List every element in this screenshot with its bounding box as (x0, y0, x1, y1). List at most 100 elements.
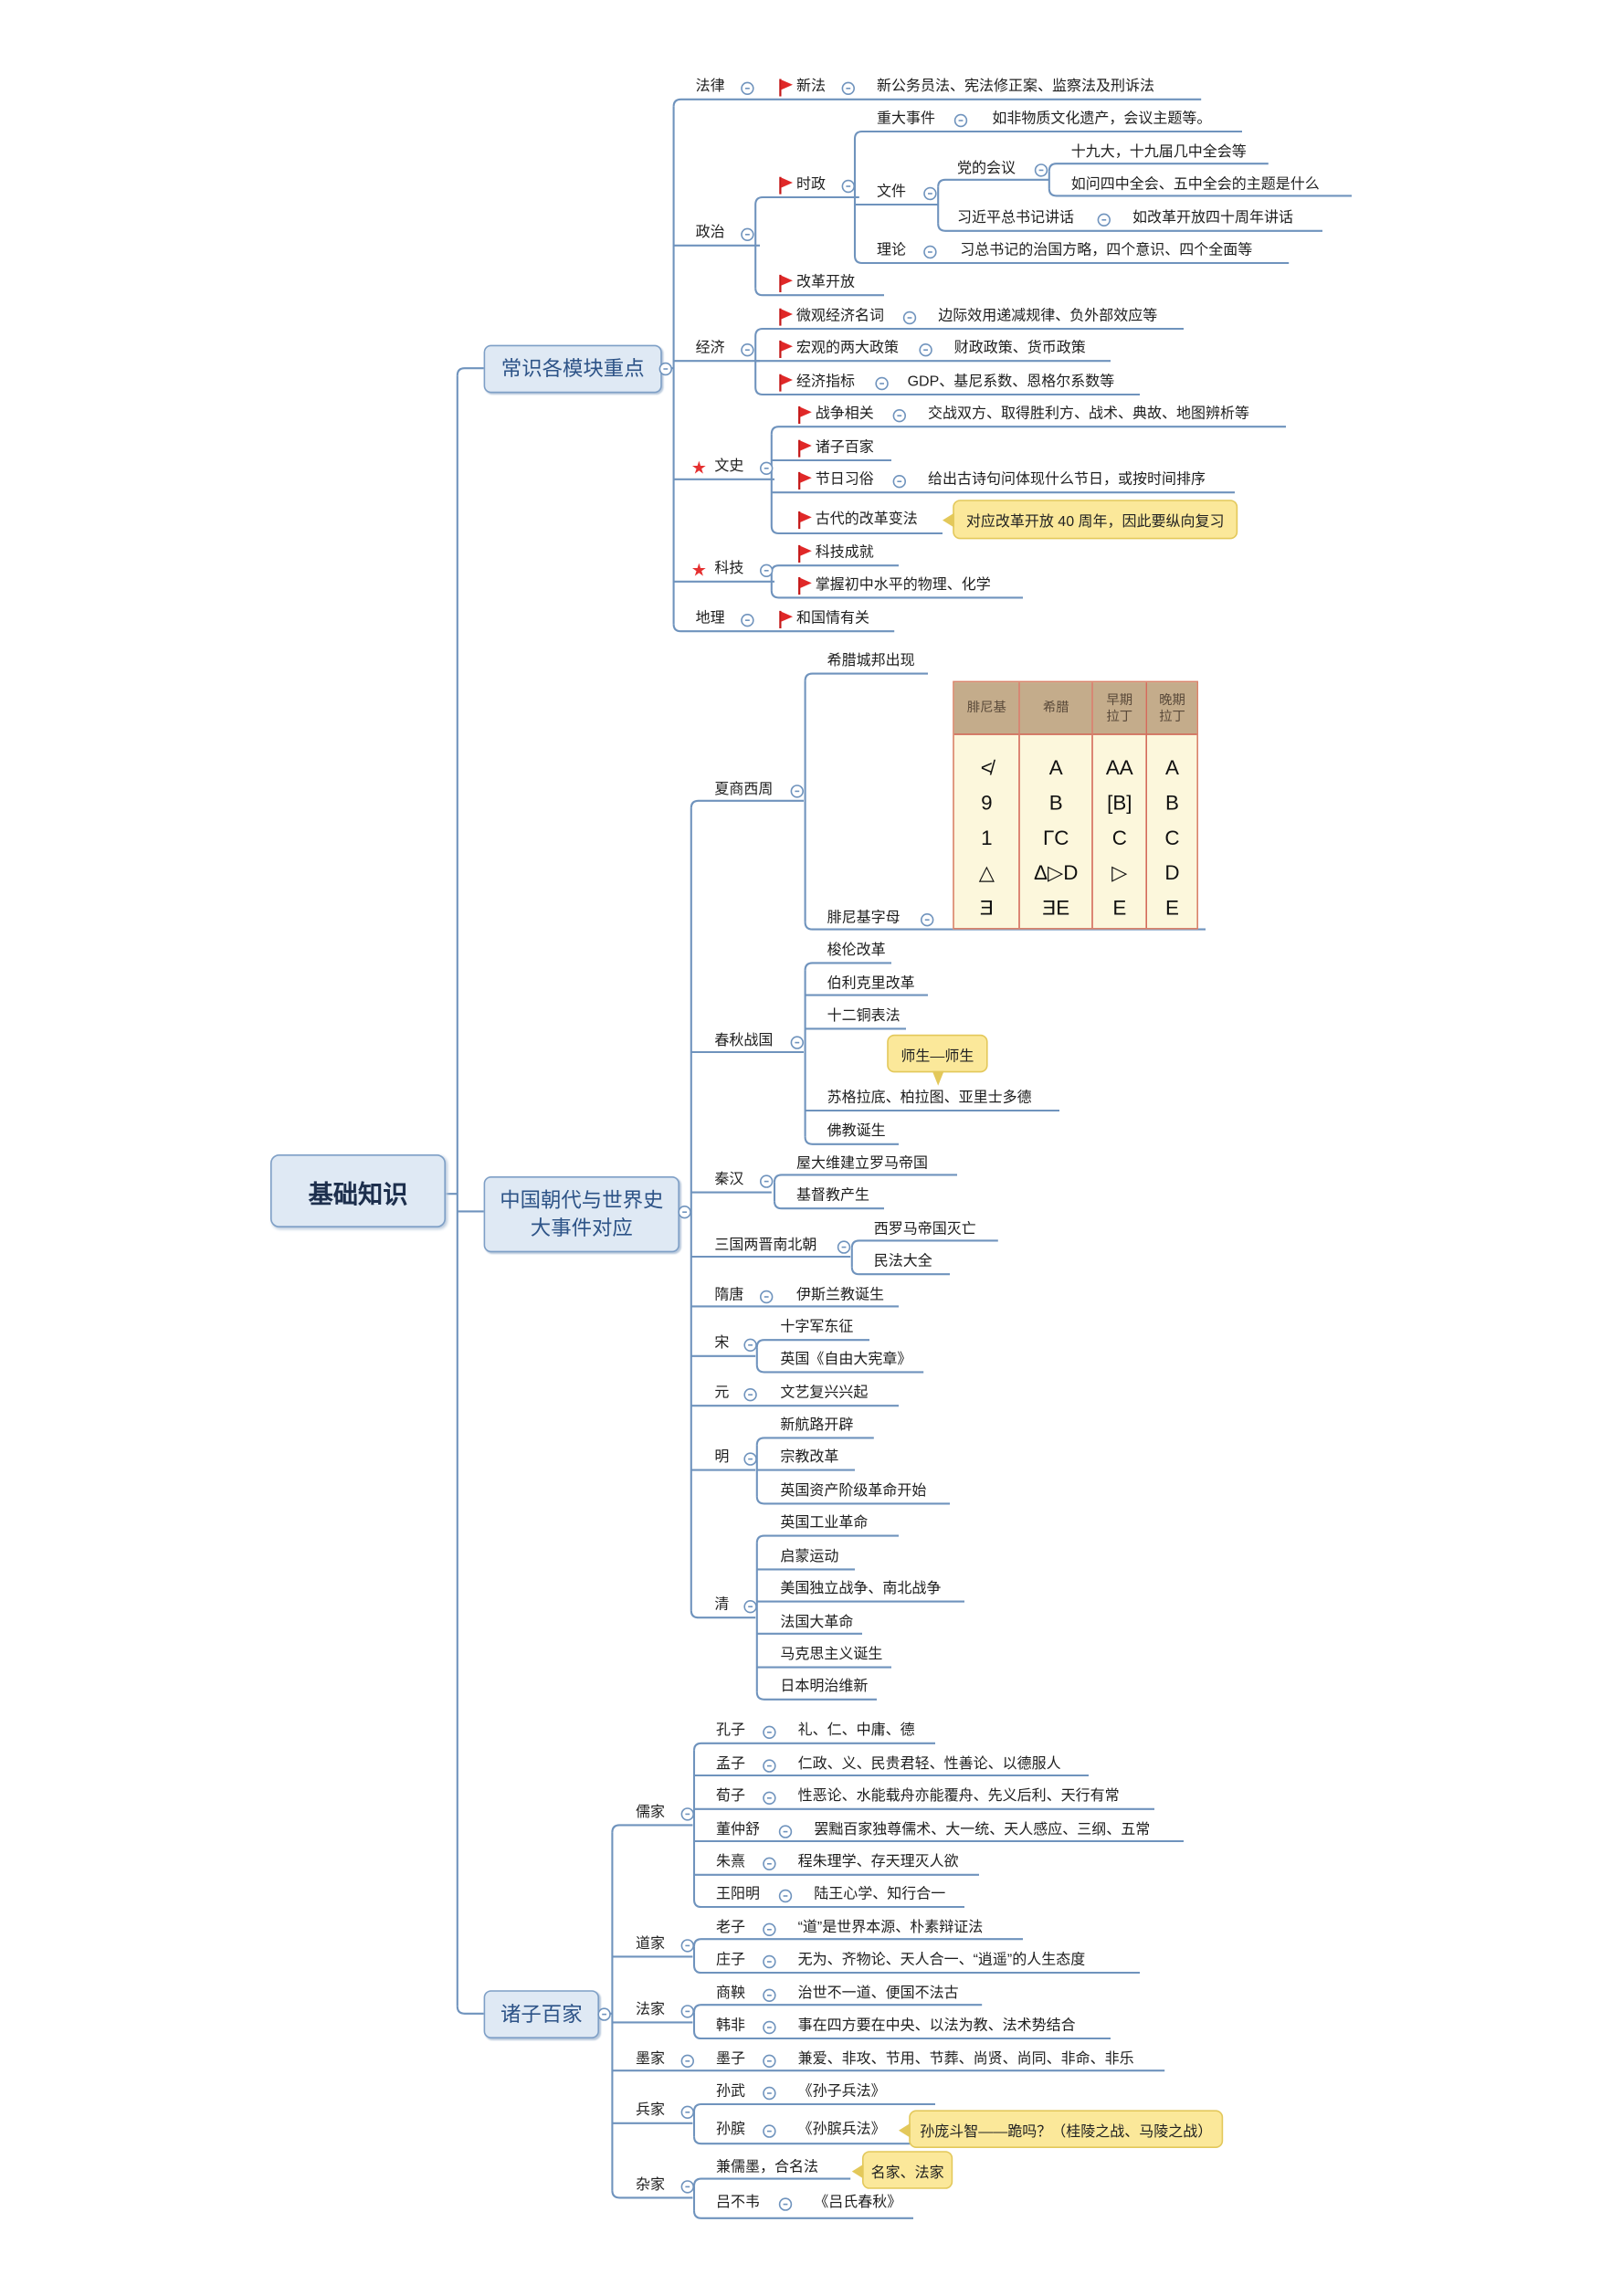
node-event[interactable]: 十字军东征 (780, 1319, 854, 1336)
collapse-toggle-icon[interactable] (1034, 163, 1048, 177)
collapse-toggle-icon[interactable] (921, 913, 934, 927)
collapse-toggle-icon[interactable] (763, 1725, 776, 1739)
collapse-toggle-icon[interactable] (763, 2020, 776, 2035)
node-person[interactable]: 吕不韦 (716, 2195, 760, 2211)
collapse-toggle-icon[interactable] (837, 1240, 851, 1254)
node-event[interactable]: 佛教诞生 (827, 1123, 886, 1140)
node-economy-item[interactable]: 宏观的两大政策 (796, 340, 899, 357)
node-detail[interactable]: 如非物质文化遗产，会议主题等。 (992, 111, 1212, 128)
node-event[interactable]: 梭伦改革 (827, 943, 886, 959)
collapse-toggle-icon[interactable] (778, 1889, 793, 1903)
collapse-toggle-icon[interactable] (763, 1759, 776, 1773)
node-person[interactable]: 孟子 (716, 1756, 745, 1773)
node-party-meetings[interactable]: 党的会议 (957, 161, 1016, 177)
node-person[interactable]: 兼儒墨，合名法 (716, 2159, 818, 2176)
node-event[interactable]: 文艺复兴兴起 (780, 1385, 869, 1402)
node-event[interactable]: 法国大革命 (780, 1615, 854, 1631)
node-person[interactable]: 王阳明 (716, 1886, 760, 1903)
collapse-toggle-icon[interactable] (741, 227, 754, 241)
collapse-toggle-icon[interactable] (841, 81, 855, 95)
node-event[interactable]: 希腊城邦出现 (827, 653, 915, 669)
node-person[interactable]: 商鞅 (716, 1985, 745, 2002)
node-ideas[interactable]: 治世不一道、便国不法古 (797, 1985, 959, 2002)
collapse-toggle-icon[interactable] (741, 81, 754, 95)
node-detail[interactable]: GDP、基尼系数、恩格尔系数等 (907, 374, 1115, 391)
node-event[interactable]: 西罗马帝国灭亡 (873, 1221, 976, 1238)
collapse-toggle-icon[interactable] (597, 2007, 611, 2021)
node-ideas[interactable]: 《孙子兵法》 (797, 2083, 886, 2101)
node-event[interactable]: 民法大全 (873, 1253, 932, 1270)
node-school[interactable]: 兵家 (636, 2102, 665, 2119)
collapse-toggle-icon[interactable] (763, 1857, 776, 1870)
node-event[interactable]: 英国《自由大宪章》 (780, 1352, 912, 1368)
node-school[interactable]: 道家 (636, 1936, 665, 1953)
node-person[interactable]: 韩非 (716, 2017, 745, 2035)
collapse-toggle-icon[interactable] (760, 1174, 774, 1188)
node-lit-item[interactable]: 古代的改革变法 (815, 511, 918, 528)
node-documents[interactable]: 文件 (877, 184, 906, 201)
node-detail[interactable]: 十九大，十九届几中全会等 (1070, 144, 1247, 161)
node-person[interactable]: 孙膑 (716, 2122, 745, 2138)
node-school[interactable]: 法家 (636, 2002, 665, 2018)
collapse-toggle-icon[interactable] (763, 1954, 776, 1969)
collapse-toggle-icon[interactable] (658, 362, 672, 376)
collapse-toggle-icon[interactable] (680, 1939, 694, 1953)
collapse-toggle-icon[interactable] (760, 563, 774, 577)
collapse-toggle-icon[interactable] (902, 311, 917, 325)
collapse-toggle-icon[interactable] (923, 186, 937, 201)
node-period[interactable]: 明 (714, 1449, 730, 1466)
collapse-toggle-icon[interactable] (680, 2180, 694, 2194)
node-politics[interactable]: 政治 (695, 225, 725, 241)
branch-hundred-schools[interactable]: 诸子百家 (483, 1990, 599, 2038)
node-event[interactable]: 英国资产阶级革命开始 (780, 1483, 927, 1500)
node-lit-item[interactable]: 节日习俗 (815, 471, 874, 489)
collapse-toggle-icon[interactable] (680, 1807, 694, 1821)
branch-dynasties[interactable]: 中国朝代与世界史 大事件对应 (483, 1176, 679, 1253)
node-ideas[interactable]: 性恶论、水能载舟亦能覆舟、先义后利、天行有常 (797, 1788, 1120, 1805)
node-theory[interactable]: 理论 (877, 242, 906, 259)
collapse-toggle-icon[interactable] (743, 1452, 757, 1466)
collapse-toggle-icon[interactable] (741, 343, 754, 357)
node-event[interactable]: 新航路开辟 (780, 1417, 854, 1434)
collapse-toggle-icon[interactable] (680, 2054, 694, 2068)
node-detail[interactable]: 新公务员法、宪法修正案、监察法及刑诉法 (877, 79, 1154, 95)
node-economy-item[interactable]: 经济指标 (796, 374, 855, 391)
node-event[interactable]: 宗教改革 (780, 1449, 839, 1466)
collapse-toggle-icon[interactable] (875, 376, 889, 391)
collapse-toggle-icon[interactable] (678, 1206, 691, 1219)
node-ideas[interactable]: 兼爱、非攻、节用、节葬、尚贤、尚同、非命、非乐 (797, 2051, 1134, 2068)
node-person[interactable]: 董仲舒 (716, 1822, 760, 1838)
collapse-toggle-icon[interactable] (923, 245, 937, 259)
node-ideas[interactable]: 《吕氏春秋》 (814, 2195, 902, 2211)
node-major-events[interactable]: 重大事件 (877, 111, 935, 128)
node-ideas[interactable]: 罢黜百家独尊儒术、大一统、天人感应、三纲、五常 (814, 1822, 1151, 1838)
node-event[interactable]: 马克思主义诞生 (780, 1647, 883, 1663)
collapse-toggle-icon[interactable] (763, 1988, 776, 2002)
node-detail[interactable]: 如问四中全会、五中全会的主题是什么 (1070, 176, 1320, 194)
collapse-toggle-icon[interactable] (760, 1290, 774, 1304)
node-detail[interactable]: 交战双方、取得胜利方、战术、典故、地图辨析等 (928, 405, 1249, 423)
node-xi-speeches[interactable]: 习近平总书记讲话 (957, 210, 1074, 226)
node-period[interactable]: 隋唐 (714, 1287, 744, 1304)
node-detail[interactable]: 边际效用递减规律、负外部效应等 (938, 308, 1158, 325)
node-new-law[interactable]: 新法 (796, 79, 826, 95)
node-science[interactable]: 科技 (714, 561, 744, 577)
node-lit-item[interactable]: 诸子百家 (815, 439, 874, 457)
node-ideas[interactable]: 仁政、义、民贵君轻、性善论、以德服人 (797, 1756, 1061, 1773)
node-geography[interactable]: 地理 (695, 610, 725, 627)
node-detail[interactable]: 财政政策、货币政策 (953, 340, 1086, 357)
node-person[interactable]: 荀子 (716, 1788, 745, 1805)
collapse-toggle-icon[interactable] (763, 2054, 776, 2068)
node-event[interactable]: 伊斯兰教诞生 (796, 1287, 884, 1304)
node-science-item[interactable]: 科技成就 (815, 544, 874, 562)
branch-common-knowledge[interactable]: 常识各模块重点 (483, 344, 662, 394)
node-event[interactable]: 日本明治维新 (780, 1679, 869, 1695)
collapse-toggle-icon[interactable] (680, 2005, 694, 2018)
node-detail[interactable]: 习总书记的治国方略，四个意识、四个全面等 (960, 242, 1253, 259)
collapse-toggle-icon[interactable] (763, 2124, 776, 2138)
node-ideas[interactable]: 程朱理学、存天理灭人欲 (797, 1854, 959, 1870)
collapse-toggle-icon[interactable] (760, 461, 774, 475)
collapse-toggle-icon[interactable] (763, 2086, 776, 2101)
collapse-toggle-icon[interactable] (953, 113, 968, 128)
node-person[interactable]: 老子 (716, 1920, 745, 1936)
